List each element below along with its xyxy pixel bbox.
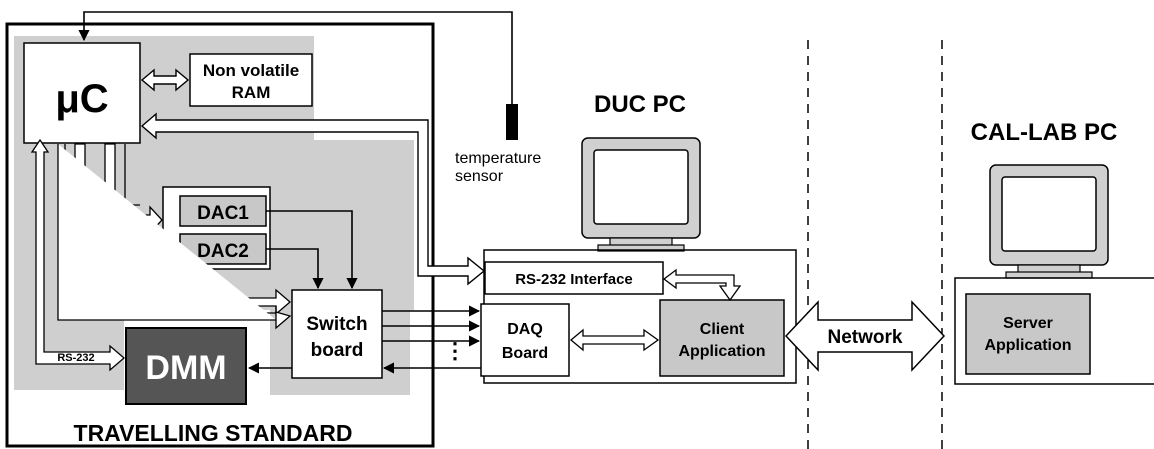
travelling-standard-title: TRAVELLING STANDARD (74, 420, 353, 446)
daq-board-box (480, 303, 570, 377)
daq-board-label-line2: Board (502, 345, 548, 362)
cal-lab-pc-group: CAL-LAB PC Server Application (954, 119, 1154, 385)
uc-switch-bus-arrow-3 (57, 144, 292, 330)
duc-monitor-icon (581, 137, 701, 252)
rs232-uc-dmm-bus-arrow (30, 138, 125, 372)
server-application-label-line2: Application (984, 337, 1071, 354)
sensor-wire (78, 11, 513, 104)
network-double-arrow (784, 300, 946, 372)
dmm-box (125, 327, 247, 405)
daq-board-label-line1: DAQ (507, 321, 543, 338)
server-application-box (965, 293, 1091, 375)
rs232-label: RS-232 (57, 352, 94, 364)
duc-pc-group: DUC PC RS-232 Interface DAQ Board Client… (382, 91, 797, 384)
travelling-standard-group: μC Non volatile RAM DAC1 DAC2 Switch boa… (5, 22, 435, 448)
rs232-interface-label: RS-232 Interface (515, 271, 633, 288)
network-label: Network (828, 327, 903, 348)
switch-board-label-line1: Switch (306, 314, 367, 335)
temperature-sensor-group: temperature sensor (78, 11, 541, 185)
dac2-switch-line (266, 248, 324, 290)
sensor-label-line2: sensor (455, 168, 504, 185)
server-application-label-line1: Server (1003, 315, 1053, 332)
duc-pc-title: DUC PC (594, 91, 686, 118)
sensor-label-line1: temperature (455, 150, 541, 167)
rs232-interface-box (484, 261, 664, 295)
cal-lab-pc-title: CAL-LAB PC (971, 119, 1118, 146)
nvram-label-line1: Non volatile (203, 61, 299, 80)
cal-lab-pc-frame (954, 277, 1154, 385)
sensor-probe (506, 104, 518, 140)
dmm-label: DMM (145, 349, 226, 387)
dac1-switch-line (266, 210, 358, 290)
nvram-box (189, 53, 313, 107)
uc-nvram-bus-arrow (140, 68, 190, 92)
network-group: Network (784, 300, 946, 372)
daq-client-bus-arrow (569, 328, 660, 352)
microcontroller-label: μC (55, 77, 108, 121)
dac1-label: DAC1 (197, 203, 249, 224)
cal-lab-monitor-icon (989, 164, 1109, 279)
signal-ellipsis: ⋮ (444, 338, 466, 363)
dac1-box (179, 195, 267, 227)
client-application-label-line2: Application (678, 343, 765, 360)
client-application-label-line1: Client (700, 321, 745, 338)
client-application-box (659, 299, 785, 377)
rs232-client-bus-arrow (662, 268, 742, 302)
dac2-label: DAC2 (197, 241, 249, 262)
switch-board-label-line2: board (311, 340, 364, 361)
microcontroller-box (23, 42, 141, 144)
nvram-label-line2: RAM (232, 83, 271, 102)
switch-board-box (291, 289, 383, 379)
